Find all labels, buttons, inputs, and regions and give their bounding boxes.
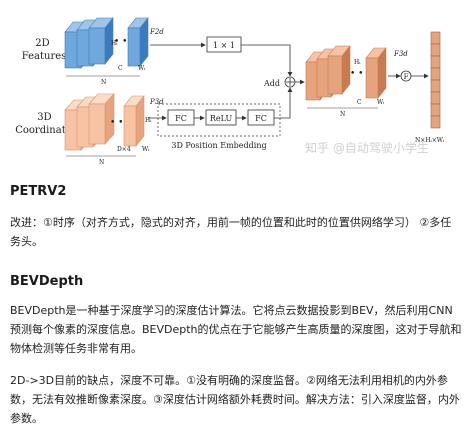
label-3d-line1: 3D <box>37 112 51 123</box>
blue-dim-c: C <box>118 65 123 72</box>
token-cell <box>430 31 441 45</box>
relu-box <box>205 109 237 126</box>
label-2d-line2: Features <box>22 51 67 62</box>
paragraph-bevdepth-drawbacks: 2D->3D目前的缺点，深度不可靠。①没有明确的深度监督。②网络无法利用相机的内… <box>10 374 460 425</box>
heading-petrv2: PETRV2 <box>10 184 67 199</box>
blue-ellipsis: • • • <box>114 37 136 47</box>
arrow-fc2-to-add <box>274 87 293 119</box>
token-cell <box>430 103 441 117</box>
blue-dim-h: Hᵢ <box>111 40 118 47</box>
conv-box <box>206 36 242 53</box>
output-dim-n: N <box>340 111 345 118</box>
petr-architecture-diagram: 2D Features <box>15 17 445 166</box>
paragraph-petrv2-improvements: 改进：①时序（对齐方式，隐式的对齐，用前一帧的位置和此时的位置供网络学习） ②多… <box>10 216 452 248</box>
token-cell <box>430 115 441 129</box>
label-2d-features: 2D Features <box>22 38 67 62</box>
embedding-caption: 3D Position Embedding <box>171 141 266 150</box>
token-cell <box>430 55 441 69</box>
token-column <box>430 31 441 129</box>
fc2-box <box>247 109 275 126</box>
paragraph-bevdepth-intro: BEVDepth是一种基于深度学习的深度估计算法。它将点云数据投影到BEV，然后… <box>10 304 462 355</box>
fc1-label: FC <box>175 114 187 123</box>
heading-bevdepth: BEVDepth <box>10 274 84 289</box>
f2d-label: F2d <box>149 28 164 36</box>
blue-dim-n: N <box>101 79 106 86</box>
label-3d-line2: Coordinates <box>15 125 77 136</box>
conv-label: 1 × 1 <box>213 41 235 50</box>
orange-dim-w: Wᵢ <box>142 146 150 153</box>
orange-slab <box>123 95 145 147</box>
f3d-label: F3d <box>393 50 408 58</box>
fc1-box <box>167 109 195 126</box>
blue-slab <box>127 17 149 67</box>
output-dim-h: Hᵢ <box>354 59 361 66</box>
orange-dim-h: Hᵢ <box>145 117 152 124</box>
orange-slab <box>88 93 115 145</box>
p3d-label: P3d <box>149 98 164 106</box>
output-slab <box>365 47 387 99</box>
orange-dim-d4: D×4 <box>117 146 131 153</box>
fc2-label: FC <box>255 114 267 123</box>
flatten-label: F <box>404 73 409 81</box>
architecture-figure: 2D Features <box>0 0 474 172</box>
blue-slab <box>88 17 114 65</box>
output-ellipsis: • • • <box>350 69 372 79</box>
arrow-conv-to-add <box>241 44 293 77</box>
output-feature-stack: • • • <box>305 45 387 101</box>
blue-feature-stack: • • • <box>64 17 149 69</box>
output-dim-w: Wᵢ <box>377 99 385 106</box>
token-cell <box>430 43 441 57</box>
label-2d-line1: 2D <box>35 38 49 49</box>
orange-dim-n: N <box>99 159 104 166</box>
label-3d-coordinates: 3D Coordinates <box>15 112 77 136</box>
embedding-dashed-box <box>157 103 281 137</box>
token-cell <box>430 91 441 105</box>
output-dim-c: C <box>357 99 362 106</box>
token-cell <box>430 67 441 81</box>
token-cell <box>430 79 441 93</box>
relu-label: ReLU <box>210 114 233 123</box>
blue-dim-w: Wᵢ <box>138 65 146 72</box>
orange-ellipsis: • • • <box>110 118 132 128</box>
orange-coordinate-stack: • • • <box>64 93 145 151</box>
output-shape-label: N×Hᵢ×Wᵢ <box>415 137 445 144</box>
output-slab <box>327 45 351 95</box>
add-label: Add <box>263 79 280 88</box>
watermark: 知乎 @自动驾驶小学生 <box>305 140 429 155</box>
